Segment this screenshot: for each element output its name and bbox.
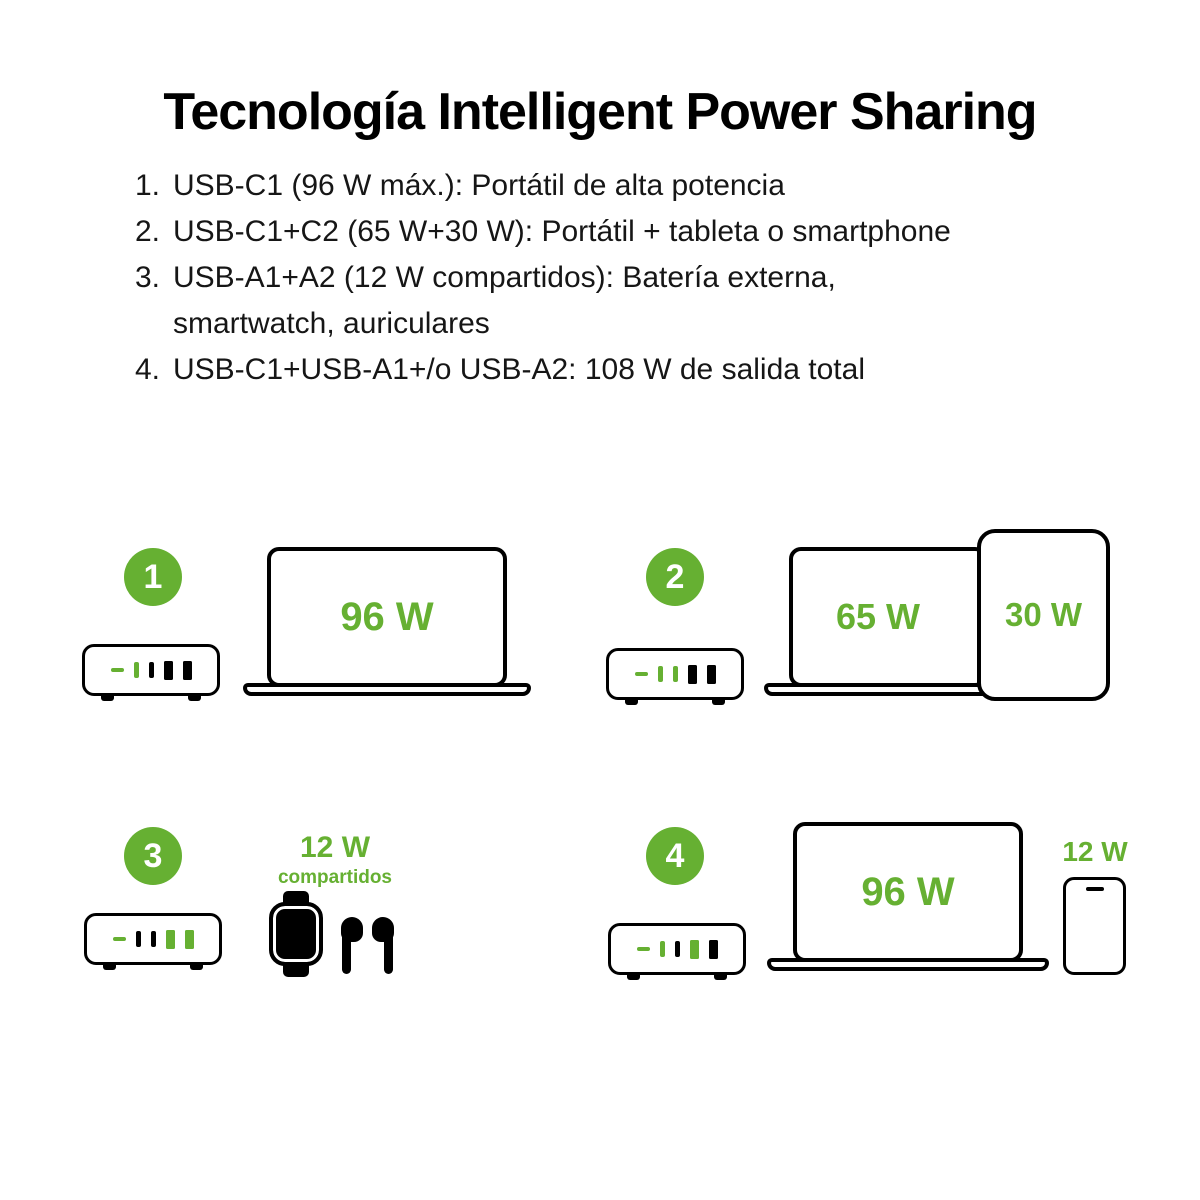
usb-a1-port: [689, 939, 699, 959]
charger-led-indicator: [636, 947, 650, 951]
list-item-3: 3. USB-A1+A2 (12 W compartidos): Batería…: [135, 255, 1065, 347]
laptop-icon: 96 W: [267, 547, 507, 687]
phone-power-label: 12 W: [1062, 836, 1128, 867]
feature-list: 1. USB-C1 (96 W máx.): Portátil de alta …: [135, 163, 1065, 393]
scenario-4-badge: 4: [646, 827, 704, 885]
list-item-4: 4. USB-C1+USB-A1+/o USB-A2: 108 W de sal…: [135, 347, 1065, 393]
shared-power-caption: compartidos: [277, 867, 393, 888]
charger-device: [82, 644, 220, 701]
phone-icon: [1063, 877, 1126, 975]
list-item-line: smartwatch, auriculares: [173, 307, 490, 340]
laptop-icon: 65 W: [789, 547, 987, 687]
tablet-icon: 30 W: [977, 529, 1110, 701]
tablet-power-label: 30 W: [1004, 596, 1083, 633]
page-title: Tecnología Intelligent Power Sharing: [163, 83, 1037, 141]
usb-c1-port: [659, 941, 665, 957]
laptop-power-label: 96 W: [861, 869, 955, 914]
list-item-number: 1.: [135, 169, 161, 202]
scenario-2-badge: 2: [646, 548, 704, 606]
list-item-number: 3.: [135, 261, 161, 294]
usb-c1-port: [657, 666, 663, 682]
list-item-text: USB-C1+C2 (65 W+30 W): Portátil + tablet…: [173, 209, 951, 255]
shared-power-value: 12 W: [299, 831, 371, 864]
list-item-text: USB-C1 (96 W máx.): Portátil de alta pot…: [173, 163, 785, 209]
usb-a2-port: [182, 660, 192, 680]
usb-c2-port: [674, 941, 680, 957]
earbud-right: [372, 917, 394, 974]
watch-band-top: [283, 891, 309, 905]
shared-power-label: 12 W compartidos: [268, 831, 402, 889]
list-item-line: USB-C1+C2 (65 W+30 W): Portátil + tablet…: [173, 215, 951, 248]
earbud-stem: [384, 931, 393, 974]
watch-body: [269, 902, 323, 966]
charger-device: [84, 913, 222, 970]
usb-a1-port: [163, 660, 173, 680]
usb-a2-port: [184, 929, 194, 949]
smartwatch-icon: [268, 891, 324, 977]
list-item-2: 2. USB-C1+C2 (65 W+30 W): Portátil + tab…: [135, 209, 1065, 255]
charger-led-indicator: [634, 672, 648, 676]
laptop-base: [764, 683, 1010, 696]
usb-c2-port: [148, 662, 154, 678]
list-item-number: 2.: [135, 215, 161, 248]
usb-c2-port: [150, 931, 156, 947]
usb-a1-port: [165, 929, 175, 949]
list-item-1: 1. USB-C1 (96 W máx.): Portátil de alta …: [135, 163, 1065, 209]
list-item-line: USB-C1 (96 W máx.): Portátil de alta pot…: [173, 169, 785, 202]
usb-c1-port: [133, 662, 139, 678]
earbuds-icon: [341, 917, 394, 974]
charger-led-indicator: [112, 937, 126, 941]
laptop-power-label: 96 W: [340, 594, 434, 639]
usb-a2-port: [708, 939, 718, 959]
phone-notch: [1085, 887, 1104, 891]
charger-led-indicator: [110, 668, 124, 672]
watch-band-bottom: [283, 963, 309, 977]
list-item-line: USB-C1+USB-A1+/o USB-A2: 108 W de salida…: [173, 353, 865, 386]
usb-a1-port: [687, 664, 697, 684]
charger-device: [608, 923, 746, 980]
charger-device: [606, 648, 744, 705]
usb-c2-port: [672, 666, 678, 682]
laptop-icon: 96 W: [793, 822, 1023, 962]
list-item-text: USB-C1+USB-A1+/o USB-A2: 108 W de salida…: [173, 347, 865, 393]
laptop-base: [767, 958, 1049, 971]
scenario-3-badge: 3: [124, 827, 182, 885]
list-item-number: 4.: [135, 353, 161, 386]
scenario-1-badge: 1: [124, 548, 182, 606]
laptop-power-label: 65 W: [835, 596, 921, 637]
list-item-text: USB-A1+A2 (12 W compartidos): Batería ex…: [173, 255, 836, 347]
usb-c1-port: [135, 931, 141, 947]
list-item-line: USB-A1+A2 (12 W compartidos): Batería ex…: [173, 261, 836, 294]
laptop-base: [243, 683, 531, 696]
earbud-left: [341, 917, 363, 974]
earbud-stem: [342, 931, 351, 974]
usb-a2-port: [706, 664, 716, 684]
